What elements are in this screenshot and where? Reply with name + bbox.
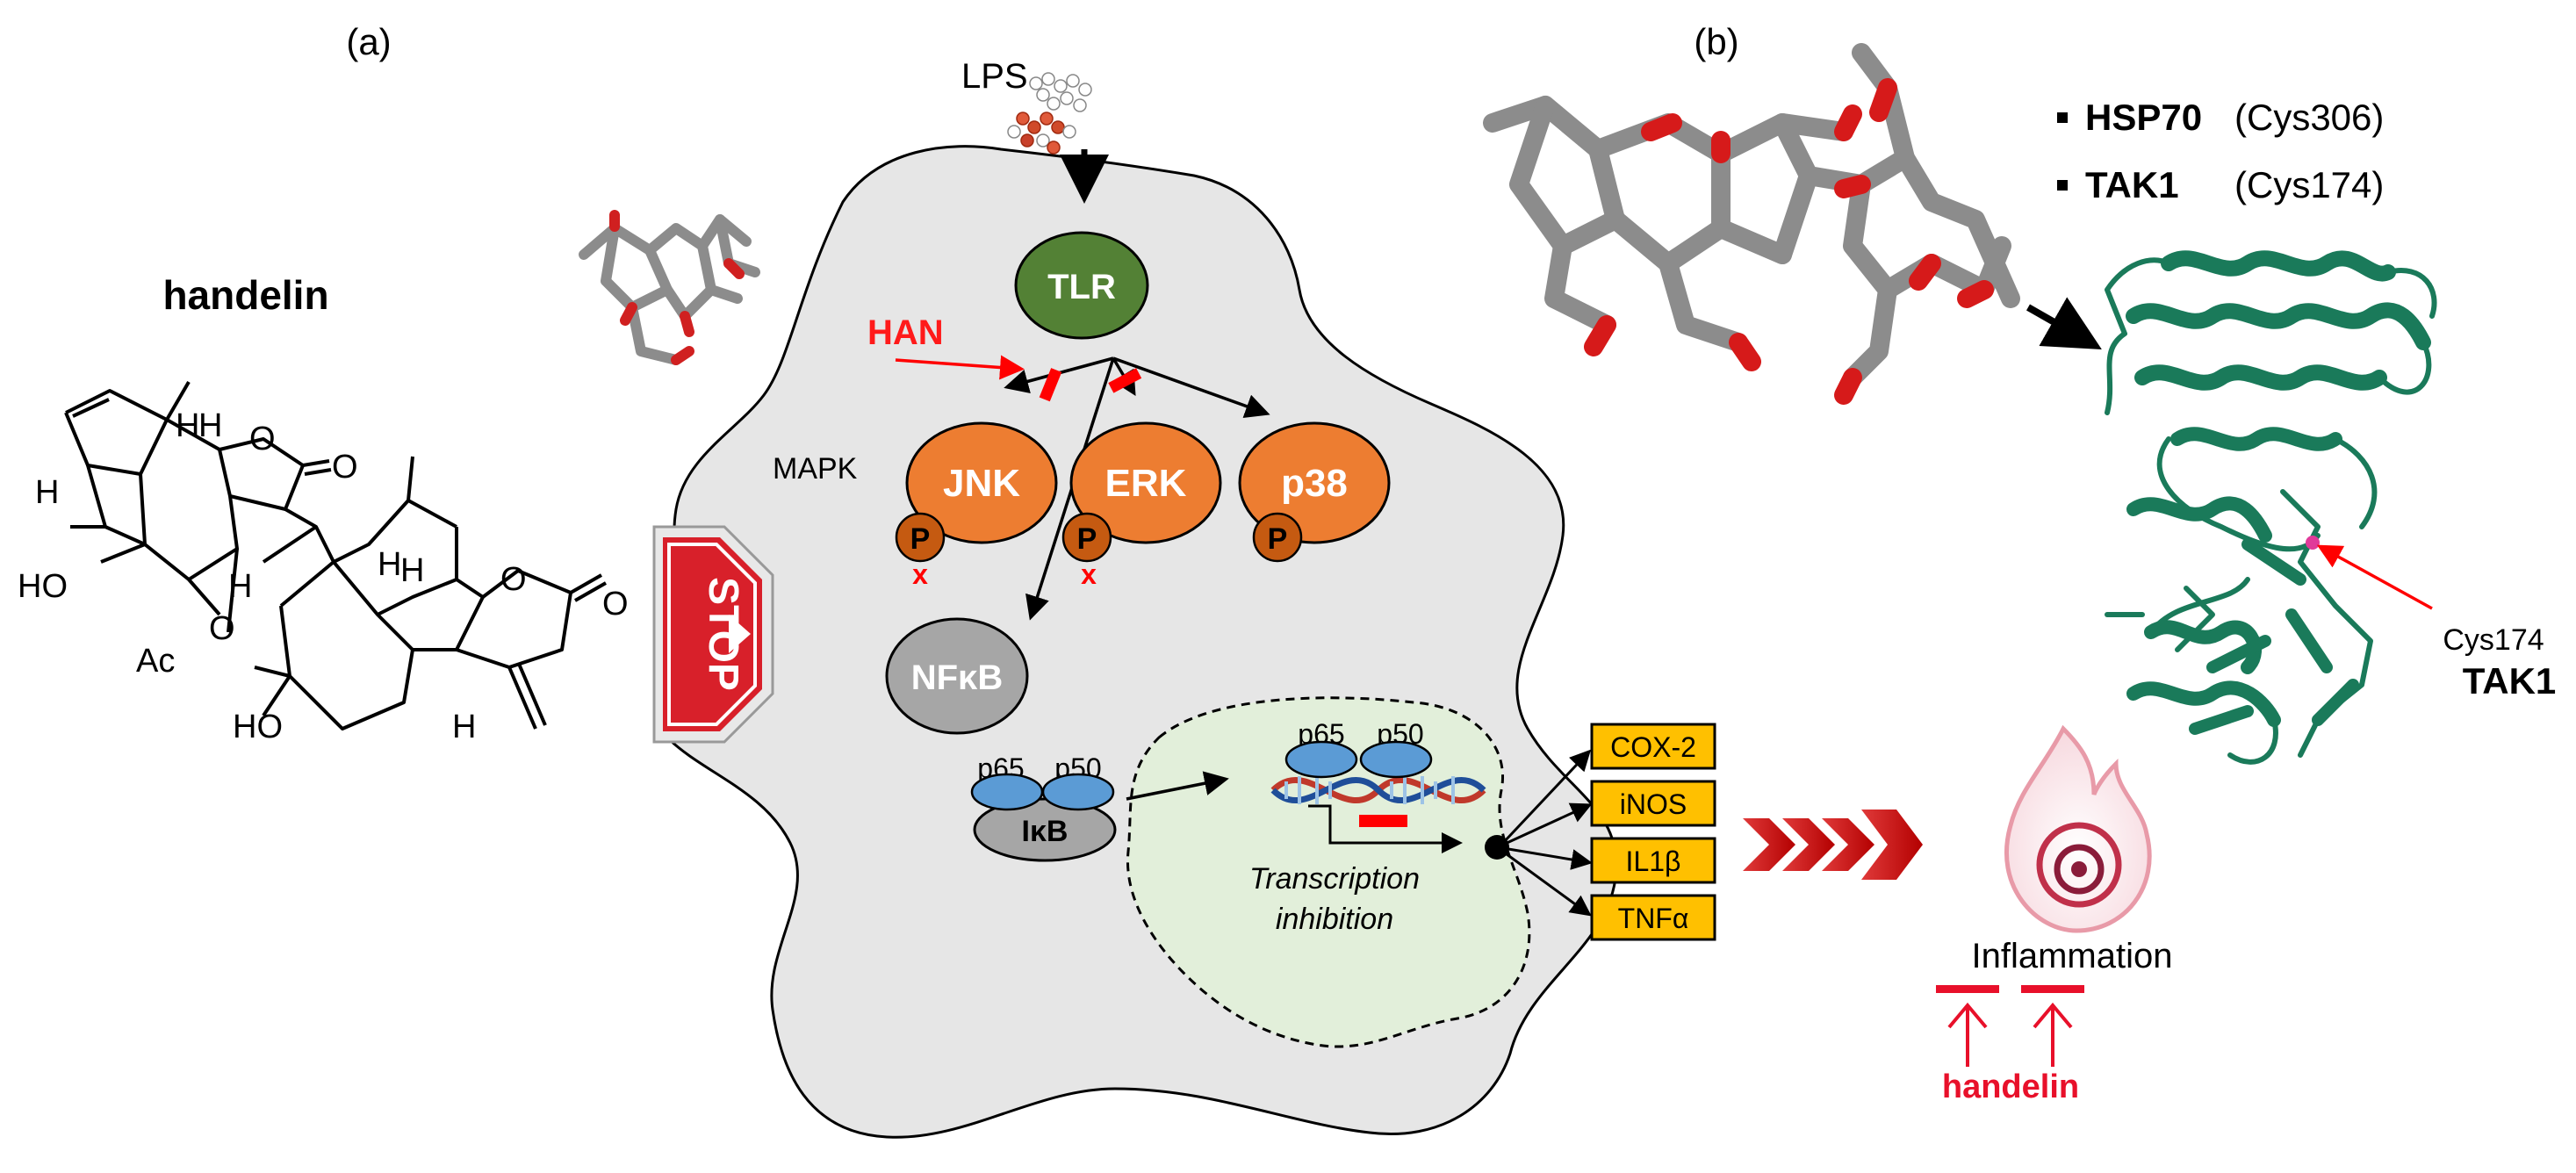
transcription-inhibit-bar (1359, 815, 1407, 827)
ikb-label: IκB (1022, 815, 1069, 848)
translocation-arrow (1126, 771, 1229, 801)
nfkb-node (885, 617, 1029, 735)
p50-subunit (1041, 773, 1115, 811)
phospho-erk-label: P (1077, 522, 1097, 556)
phospho-jnk-label: P (910, 522, 931, 556)
inflammation-label: Inflammation (1972, 937, 2173, 975)
flame-icon (2004, 724, 2152, 933)
target-box-il1b (1590, 837, 1716, 884)
han-inhibit-arrow (895, 355, 1025, 380)
target-genes: COX-2 iNOS IL1β TNFα (1590, 723, 1716, 941)
erk-label: ERK (1105, 462, 1187, 505)
phospho-erk (1061, 512, 1112, 563)
atom-o4: O (602, 586, 629, 622)
phospho-p38-label: P (1268, 522, 1288, 556)
cys174-arrow (2316, 544, 2433, 610)
stop-sign-icon: STOP (652, 525, 774, 744)
compound-name: handelin (162, 272, 328, 318)
atom-o1: O (249, 421, 276, 457)
transcription-text-1: Transcription (1249, 862, 1420, 896)
lps-label: LPS (961, 57, 1028, 96)
atom-h1: H (176, 407, 199, 444)
residue-label: Cys174 (2443, 623, 2544, 657)
atom-h3: H (35, 474, 59, 511)
atom-o2: O (332, 449, 358, 486)
handelin-3d-small (579, 210, 760, 365)
tlr-node (1014, 231, 1149, 340)
x-mark-jnk: x (912, 558, 928, 590)
binding-arrow (2026, 297, 2102, 349)
atom-ac: Ac (136, 643, 175, 680)
bullet-tak1 (2057, 180, 2068, 191)
target-box-inos (1590, 780, 1716, 827)
nfkb-label: NFκB (911, 658, 1004, 697)
target1-site: (Cys306) (2234, 97, 2384, 138)
atom-o-acetate: O (209, 610, 235, 647)
atom-h4: H (228, 568, 252, 605)
target-box-cox2 (1590, 723, 1716, 770)
target-label-il1b: IL1β (1626, 846, 1681, 877)
atom-h6: H (400, 552, 424, 589)
transcription-arrow (1308, 804, 1463, 853)
target-label-cox2: COX-2 (1610, 731, 1696, 763)
phospho-p38 (1252, 512, 1303, 563)
inhibit-bar-erk (1108, 368, 1142, 393)
chevron-arrows-icon (1743, 810, 1923, 880)
atom-o3: O (500, 561, 527, 598)
han-label: HAN (867, 313, 944, 352)
atom-ho1: HO (18, 568, 68, 605)
atom-h7: H (452, 709, 476, 745)
erk-node (1069, 421, 1222, 544)
atom-ho2: HO (233, 709, 283, 745)
transcription-text-2: inhibition (1276, 903, 1393, 936)
target-box-tnfa (1590, 894, 1716, 941)
panel-b-label: (b) (1694, 21, 1738, 62)
dna-helix-icon (1270, 776, 1486, 804)
jnk-label: JNK (943, 462, 1020, 505)
handelin-inhibit-marks (1936, 985, 2084, 1067)
panel-a-label: (a) (346, 21, 391, 62)
handelin-3d-large (1483, 43, 2020, 405)
bullet-hsp70 (2057, 112, 2068, 123)
target1-name: HSP70 (2085, 97, 2202, 138)
mapk-label: MAPK (773, 452, 858, 486)
inhibitor-label: handelin (1942, 1069, 2079, 1105)
nucleus-p50-subunit (1359, 740, 1433, 779)
atom-h5: H (378, 546, 401, 583)
handelin-structure (64, 380, 607, 730)
cys174-site (2306, 536, 2320, 550)
tlr-label: TLR (1047, 268, 1116, 306)
atom-h2: H (198, 407, 222, 444)
target-label-inos: iNOS (1620, 788, 1687, 820)
p65-subunit (970, 773, 1044, 811)
jnk-node (905, 421, 1058, 544)
nucleus-p65-subunit (1284, 740, 1358, 779)
target-fan-arrows (1501, 749, 1593, 917)
lps-molecule (1007, 72, 1092, 155)
x-mark-erk: x (1081, 558, 1097, 590)
protein-label: TAK1 (2463, 660, 2557, 702)
p38-label: p38 (1281, 462, 1348, 505)
target-label-tnfa: TNFα (1618, 903, 1689, 934)
target2-site: (Cys174) (2234, 164, 2384, 205)
handelin-atom-labels: H H H O O HO H O Ac H H O O HO H (18, 407, 629, 745)
target2-name: TAK1 (2085, 164, 2179, 205)
phospho-jnk (895, 512, 946, 563)
inhibit-bar-jnk (1039, 368, 1062, 402)
tak1-protein-ribbon (2105, 250, 2437, 765)
